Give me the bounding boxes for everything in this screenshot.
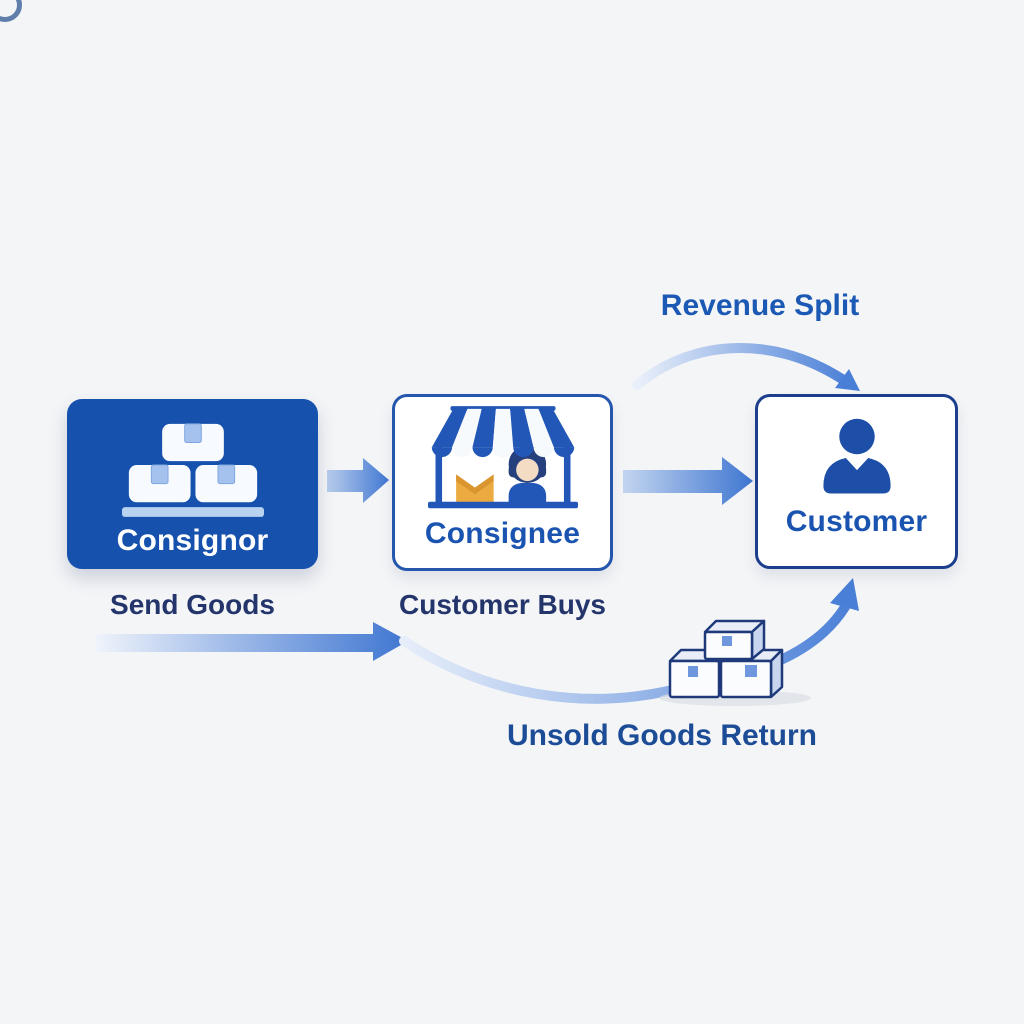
stacked-boxes-shelf-icon [121,423,264,517]
revenue-split-label: Revenue Split [660,289,860,322]
person-icon [822,418,891,494]
customer-buys-caption: Customer Buys [399,589,606,620]
revenue-split-arrow [632,343,860,391]
returned-boxes-3d-icon [659,619,811,706]
customer-label: Customer [785,505,928,538]
corner-artifact [0,0,22,22]
consignee-to-customer-arrow [623,457,753,505]
node-consignor: Consignor [67,399,318,569]
node-consignee: Consignee [392,394,613,571]
market-stall-icon [427,406,578,509]
unsold-goods-return-label: Unsold Goods Return [507,719,817,752]
consignee-label: Consignee [424,517,581,550]
send-goods-arrow [95,622,408,661]
consignor-label: Consignor [116,524,269,557]
consignor-to-consignee-arrow [327,458,389,503]
unsold-goods-return-arrow [399,578,859,704]
send-goods-caption: Send Goods [110,589,275,620]
node-customer: Customer [755,394,958,569]
